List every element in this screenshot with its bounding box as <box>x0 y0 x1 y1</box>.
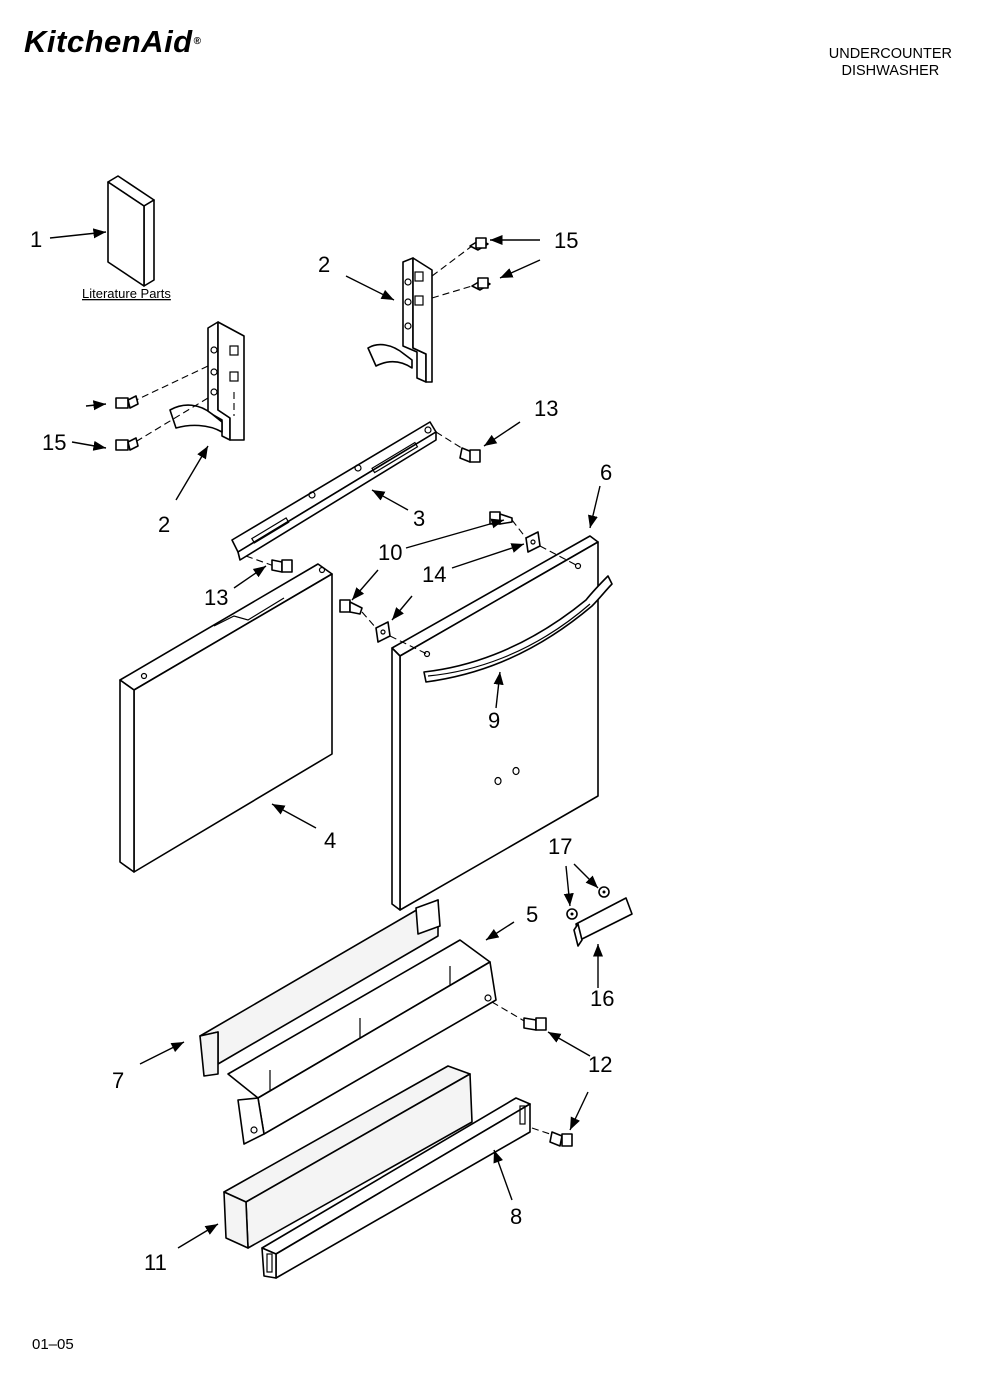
screw-10-lower <box>339 599 363 615</box>
nut-17-left <box>566 908 578 920</box>
callout-5: 5 <box>526 902 538 927</box>
callout-13-right: 13 <box>534 396 558 421</box>
callout-12: 12 <box>588 1052 612 1077</box>
mounting-bracket-right <box>367 245 473 383</box>
callout-17: 17 <box>548 834 572 859</box>
brand-logo: KitchenAid® <box>24 26 202 58</box>
callout-11: 11 <box>144 1250 167 1275</box>
mounting-bracket-left <box>131 321 245 445</box>
literature-booklet <box>107 175 155 287</box>
callout-6: 6 <box>600 460 612 485</box>
callout-15-left: 15 <box>42 430 66 455</box>
callout-4: 4 <box>324 828 336 853</box>
door-brace <box>231 421 469 567</box>
screw-15-upper-a <box>469 237 489 251</box>
screw-15-lower-b <box>115 437 139 451</box>
insulation-block-lower <box>223 1065 473 1249</box>
leader-arrows <box>49 228 604 1249</box>
clip-14-lower <box>375 621 391 643</box>
revision-code: 01–05 <box>32 1336 74 1353</box>
screw-15-lower-a <box>115 395 139 409</box>
product-title: UNDERCOUNTER DISHWASHER <box>829 46 952 80</box>
callout-15-right: 15 <box>554 228 578 253</box>
literature-parts-caption: Literature Parts <box>82 286 171 301</box>
callout-10: 10 <box>378 540 402 565</box>
callout-9: 9 <box>488 708 500 733</box>
door-handle <box>423 575 613 683</box>
callout-7: 7 <box>112 1068 124 1093</box>
callout-2-left: 2 <box>158 512 170 537</box>
nut-17-right <box>598 886 610 898</box>
brand-name: KitchenAid <box>24 24 193 59</box>
screw-15-upper-b <box>471 277 491 291</box>
callout-16: 16 <box>590 986 614 1011</box>
product-title-line1: UNDERCOUNTER <box>828 46 952 62</box>
screw-10-upper <box>489 511 513 525</box>
callout-2-top: 2 <box>318 252 330 277</box>
product-title-line2: DISHWASHER <box>841 63 940 79</box>
callout-3: 3 <box>413 506 425 531</box>
insulation-block-upper <box>199 899 441 1077</box>
screw-13-upper <box>459 447 481 463</box>
screw-13-lower <box>271 559 293 573</box>
clip-14-upper <box>525 531 541 553</box>
trim-piece <box>573 897 633 947</box>
callout-1: 1 <box>30 227 42 252</box>
callout-8: 8 <box>510 1204 522 1229</box>
registered-mark: ® <box>193 36 202 47</box>
kick-plate <box>261 1097 557 1279</box>
lower-panel-bracket <box>227 939 527 1145</box>
inner-door-panel <box>119 563 333 873</box>
screw-12-lower <box>549 1131 573 1147</box>
screw-12-upper <box>523 1017 547 1031</box>
callout-numbers: 1 2 15 15 2 13 3 13 6 10 14 9 4 17 5 16 … <box>30 227 614 1275</box>
callout-14: 14 <box>422 562 446 587</box>
callout-13-left: 13 <box>204 585 228 610</box>
